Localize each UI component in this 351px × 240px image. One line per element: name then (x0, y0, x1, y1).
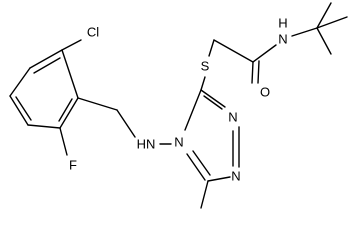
bond (186, 153, 206, 181)
bond-nh-ctert (291, 27, 318, 37)
bond-ctert-ch3-bottom (316, 27, 332, 55)
atom-label-n-ring4: N (174, 135, 183, 150)
bond (9, 95, 29, 126)
atom-label-n-ring2: N (228, 110, 237, 125)
atom-label-f: F (69, 158, 77, 173)
bond (207, 176, 231, 182)
bond-ctert-ch3-right (316, 16, 348, 29)
atom-label-cl: Cl (87, 25, 99, 40)
bond (61, 49, 79, 99)
bond (9, 67, 31, 97)
bond-co-o-a (251, 61, 254, 84)
bond-c-f (59, 127, 68, 156)
bond-s-ch2 (208, 39, 215, 57)
atom-label-n-ring1: N (231, 169, 240, 184)
bond-ctert-ch3-top (316, 2, 332, 29)
bond (192, 150, 211, 176)
atom-label-o: O (260, 85, 270, 100)
bond-ch2-nh (116, 109, 136, 138)
bond-c-s (200, 76, 206, 91)
bond-co-nh (252, 44, 277, 63)
bond (15, 96, 32, 121)
bond (27, 124, 61, 129)
triazole-ring (184, 89, 240, 182)
atom-label-s: S (201, 59, 210, 74)
benzene-ring (9, 49, 79, 129)
atom-label-h-amide: H (278, 16, 287, 31)
atom-label-n-amide: N (278, 32, 287, 47)
bond-c-methyl (200, 180, 209, 209)
bond-c-cl (61, 39, 82, 51)
bond-ch2-co (213, 39, 254, 63)
molecule-structure: Cl F HN N S N N O N H (9, 2, 348, 209)
bond (59, 97, 79, 129)
bond (184, 89, 202, 131)
bond (203, 95, 223, 110)
bond (29, 49, 63, 69)
bond-co-o-b (257, 60, 260, 84)
bond (33, 57, 61, 74)
bond (200, 89, 226, 108)
atom-label-hn: HN (137, 137, 156, 152)
bond-ring-ch2 (77, 97, 118, 111)
bond (58, 98, 73, 122)
